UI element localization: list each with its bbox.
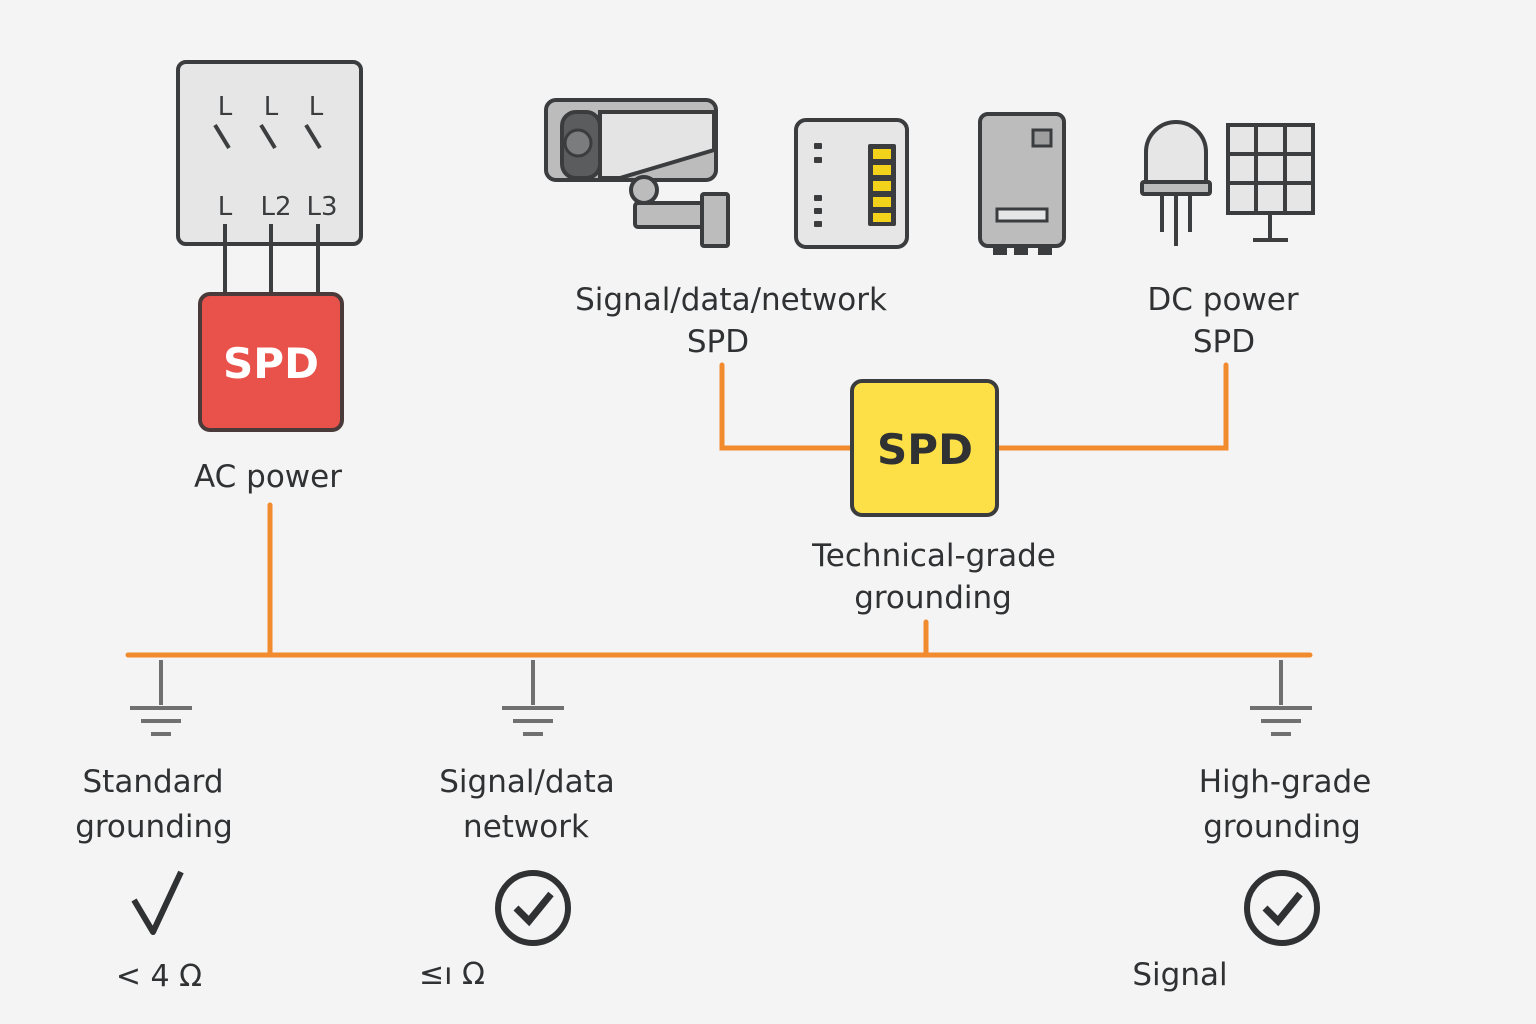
breaker-top-label-3: L xyxy=(309,92,324,122)
breaker-bottom-label-2: L2 xyxy=(260,192,291,222)
breaker-top-label-2: L xyxy=(264,92,279,122)
check-circle-icon xyxy=(495,870,571,946)
ground-symbol-icon xyxy=(1250,660,1312,736)
check-circle-icon xyxy=(1244,870,1320,946)
signal-network-label-line2: network xyxy=(463,809,589,845)
ac-spd-box: SPD xyxy=(198,292,344,432)
standard-grounding-label-line2: grounding xyxy=(75,809,233,845)
signal-spd-label-line2: SPD xyxy=(687,324,749,360)
high-grade-grounding-label-line1: High-grade xyxy=(1199,764,1372,800)
high-grade-grounding-label-line2: grounding xyxy=(1203,809,1361,845)
standard-grounding-label-line1: Standard xyxy=(82,764,223,800)
high-grade-grounding-value: Signal xyxy=(1132,957,1227,993)
ground-symbol-icon xyxy=(502,660,564,736)
network-switch-icon xyxy=(794,118,909,249)
breaker-bottom-label-1: L xyxy=(218,192,233,222)
technical-grounding-label-line1: Technical-grade xyxy=(811,538,1056,574)
breaker-bottom-label-3: L3 xyxy=(306,192,337,222)
dc-spd-label-line2: SPD xyxy=(1193,324,1255,360)
breaker-top-label-1: L xyxy=(218,92,233,122)
solar-panel-icon xyxy=(1226,123,1315,242)
ac-phase-wires xyxy=(223,224,320,295)
technical-spd-box: SPD xyxy=(850,379,999,517)
ac-power-label: AC power xyxy=(194,459,342,495)
ground-symbol-icon xyxy=(130,660,192,736)
led-bulb-icon xyxy=(1140,120,1212,246)
signal-spd-connector xyxy=(719,362,855,451)
technical-grounding-label-line2: grounding xyxy=(854,580,1012,616)
ac-breaker-panel: L L L L L2 L3 xyxy=(176,60,363,246)
signal-network-value: ≤ı Ω xyxy=(419,957,485,992)
signal-network-label-line1: Signal/data xyxy=(439,764,615,800)
breaker-switches-icon xyxy=(213,123,322,150)
checkmark-icon xyxy=(131,870,184,935)
dc-spd-label-line1: DC power xyxy=(1147,282,1298,318)
dc-spd-connector xyxy=(995,362,1229,451)
server-cabinet-icon xyxy=(978,112,1066,255)
standard-grounding-value: < 4 Ω xyxy=(116,959,202,994)
signal-spd-label-line1: Signal/data/network xyxy=(575,282,887,318)
ac-spd-label: SPD xyxy=(223,339,319,388)
security-camera-icon xyxy=(544,98,730,248)
technical-spd-label: SPD xyxy=(877,425,973,474)
